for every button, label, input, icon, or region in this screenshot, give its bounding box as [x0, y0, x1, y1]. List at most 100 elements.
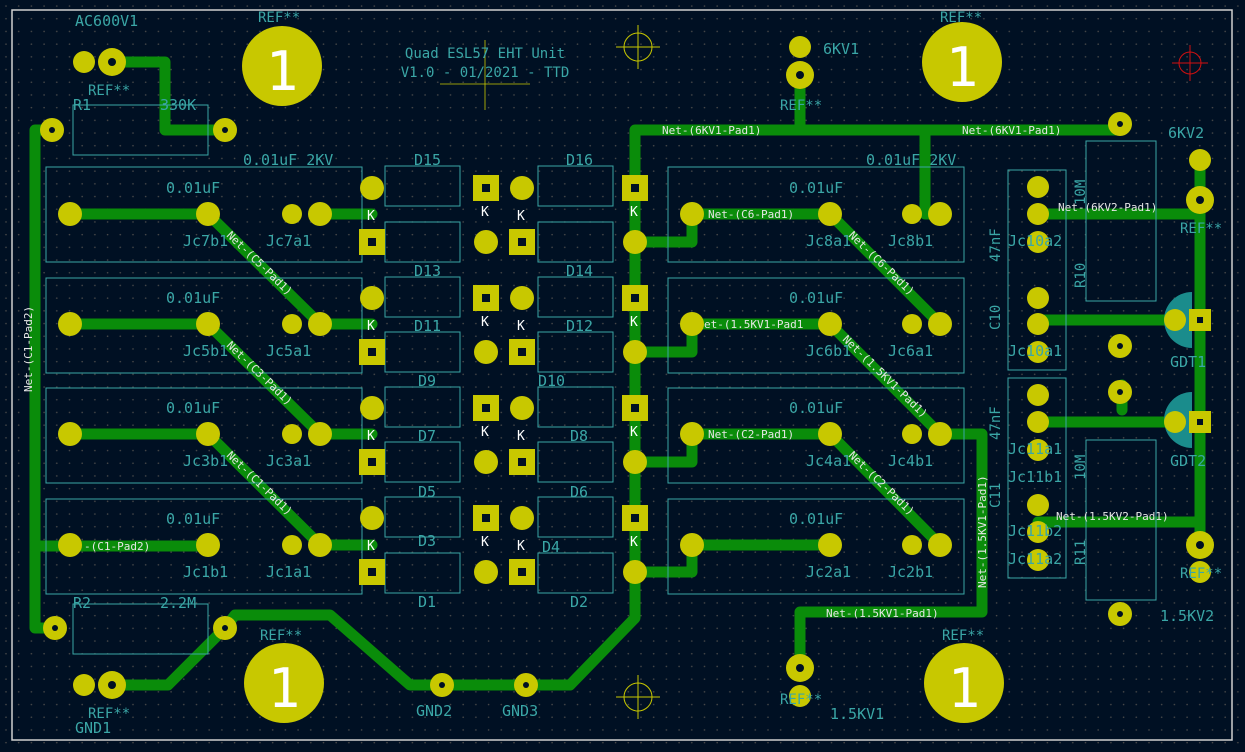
r2-label: R2 [73, 594, 91, 612]
mounting-hole [242, 26, 322, 106]
board-version: V1.0 - 01/2021 - TTD [401, 65, 570, 81]
cap-value: 0.01uF [166, 510, 220, 528]
ref-label: REF** [942, 628, 984, 644]
mounting-hole [244, 643, 324, 723]
copper-tracks [29, 56, 1206, 691]
diode-label: D14 [566, 262, 593, 280]
ref-label: REF** [88, 706, 130, 722]
r11-label: R11 [1073, 540, 1089, 565]
kv6-2-label: 6KV2 [1168, 124, 1204, 142]
r11-value: 10M [1073, 455, 1089, 480]
ac600v1-label: AC600V1 [75, 12, 138, 30]
jumper-label: Jc11b2 [1008, 522, 1062, 540]
cap-value: 0.01uF [789, 179, 843, 197]
diode-labels-left: D15 D13 D11 D9 D7 D5 D3 D1 [414, 151, 441, 611]
c11-value: 47nF [988, 406, 1004, 440]
kv15-1-label: 1.5KV1 [830, 705, 884, 723]
net-label: et-(1.5KV1-Pad1 [704, 318, 803, 331]
diode-label: D11 [414, 317, 441, 335]
jumper-label: Jc10a2 [1008, 232, 1062, 250]
gdt2-label: GDT2 [1170, 452, 1206, 470]
r2-value: 2.2M [160, 594, 196, 612]
k-mark: K [517, 319, 525, 334]
jumper-label: Jc7a1 [266, 232, 311, 250]
net-label: Net-(6KV1-Pad1) [662, 124, 761, 137]
jumper-label: Jc11b1 [1008, 468, 1062, 486]
diode-label: D9 [418, 372, 436, 390]
kv6-1-label: 6KV1 [823, 40, 859, 58]
k-mark: K [630, 315, 638, 330]
ref-label: REF** [260, 628, 302, 644]
jumper-label: Jc11a2 [1008, 550, 1062, 568]
mounting-holes [242, 22, 1004, 723]
square-pad-holes [368, 184, 1203, 576]
k-mark: K [367, 539, 375, 554]
k-mark: K [517, 539, 525, 554]
cap-rating-right: 0.01uF 2KV [866, 151, 956, 169]
jumper-label: Jc6a1 [888, 342, 933, 360]
jumper-label: Jc5b1 [183, 342, 228, 360]
mounting-hole [922, 22, 1002, 102]
jumper-label: Jc8a1 [806, 232, 851, 250]
gnd1-label: GND1 [75, 719, 111, 737]
diode-label: D2 [570, 593, 588, 611]
diode-label: D13 [414, 262, 441, 280]
ref-label: REF** [258, 10, 300, 26]
jumper-label: Jc4b1 [888, 452, 933, 470]
r1-label: R1 [73, 96, 91, 114]
diode-label: D4 [542, 538, 560, 556]
cap-value: 0.01uF [789, 399, 843, 417]
hole-number: 1 [948, 657, 981, 720]
jumper-label: Jc3a1 [266, 452, 311, 470]
diode-label: D15 [414, 151, 441, 169]
k-mark: K [517, 429, 525, 444]
jumper-label: Jc1a1 [266, 563, 311, 581]
hole-number: 1 [266, 40, 299, 103]
ref-label: REF** [780, 692, 822, 708]
cap-value: 0.01uF [166, 399, 220, 417]
jumper-label: Jc8b1 [888, 232, 933, 250]
net-label: Net-(6KV1-Pad1) [962, 124, 1061, 137]
k-mark: K [367, 319, 375, 334]
gdt1-label: GDT1 [1170, 353, 1206, 371]
k-mark: K [367, 209, 375, 224]
net-label: Net-(C2-Pad1) [708, 428, 794, 441]
ref-label: REF** [940, 10, 982, 26]
kv15-2-label: 1.5KV2 [1160, 607, 1214, 625]
jumper-label: Jc3b1 [183, 452, 228, 470]
r10-label: R10 [1073, 263, 1089, 288]
r1-value: 330K [160, 96, 196, 114]
jumper-label: Jc11a1 [1008, 440, 1062, 458]
net-label: Net-(C1-Pad2) [22, 306, 35, 392]
cap-value: 0.01uF [789, 510, 843, 528]
r10-value: 10M [1073, 180, 1089, 205]
jumper-label: Jc4a1 [806, 452, 851, 470]
ref-label: REF** [1180, 566, 1222, 582]
diode-label: D1 [418, 593, 436, 611]
diode-label: D8 [570, 427, 588, 445]
net-label: Net-(6KV2-Pad1) [1058, 201, 1157, 214]
origin-marker [1172, 45, 1208, 81]
board-edge [11, 9, 1233, 741]
cap-value: 0.01uF [166, 179, 220, 197]
silkscreen-outlines [45, 104, 1157, 655]
net-label: Net-(C6-Pad1) [708, 208, 794, 221]
diode-label: D10 [538, 372, 565, 390]
diode-label: D16 [566, 151, 593, 169]
diode-labels-right: D16 D14 D12 D10 D8 D6 D4 D2 [538, 151, 593, 611]
pad-holes [49, 58, 1204, 689]
round-pads[interactable] [40, 36, 1214, 707]
cap-value: 0.01uF [166, 289, 220, 307]
square-pads[interactable] [359, 175, 1211, 585]
ref-label: REF** [780, 98, 822, 114]
net-label: Net-(1.5KV1-Pad1) [826, 607, 939, 620]
net-label: Net-(1.5KV2-Pad1) [1056, 510, 1169, 523]
k-mark: K [481, 425, 489, 440]
c10-value: 47nF [988, 228, 1004, 262]
jumper-label: Jc7b1 [183, 232, 228, 250]
hole-number: 1 [946, 36, 979, 99]
c11-label: C11 [988, 483, 1004, 508]
gnd2-label: GND2 [416, 702, 452, 720]
jumper-label: Jc1b1 [183, 563, 228, 581]
